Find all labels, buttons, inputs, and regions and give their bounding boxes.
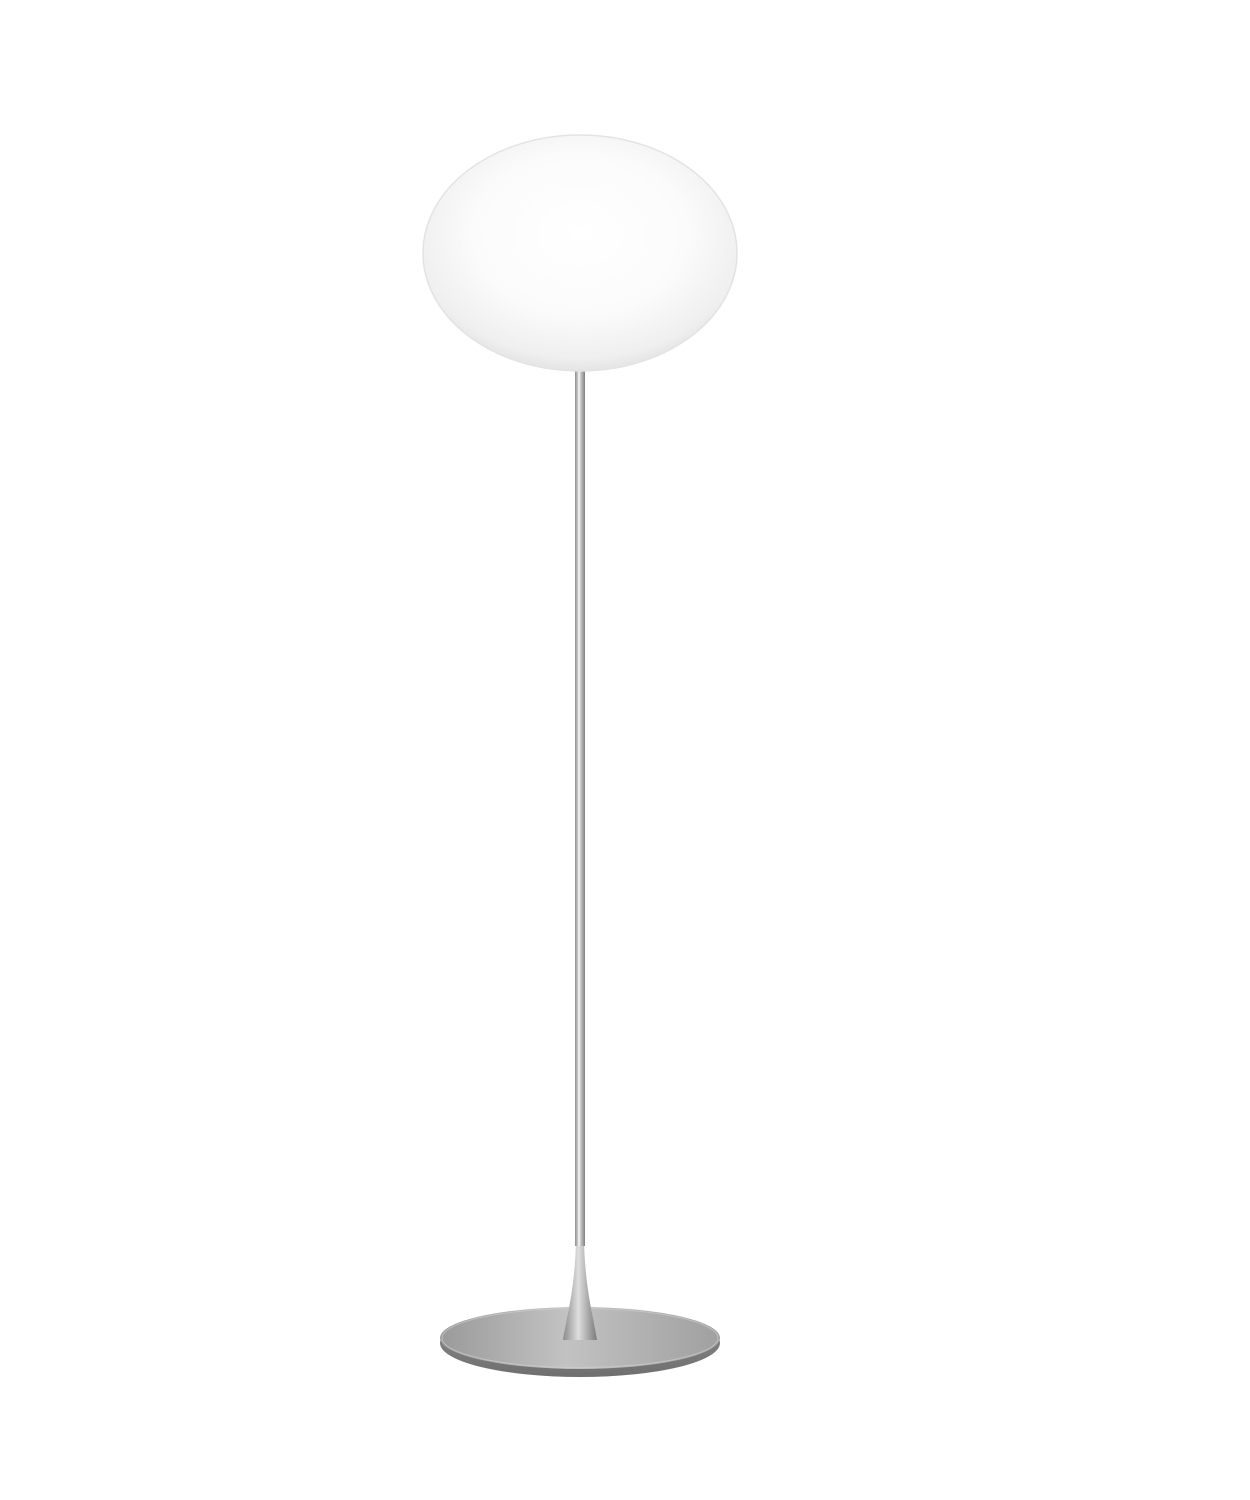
stem-collar xyxy=(563,1235,597,1340)
stem-highlight xyxy=(578,366,580,1246)
glass-globe-edge xyxy=(422,134,738,372)
lamp-shade xyxy=(422,134,738,372)
glass-globe xyxy=(423,135,737,371)
